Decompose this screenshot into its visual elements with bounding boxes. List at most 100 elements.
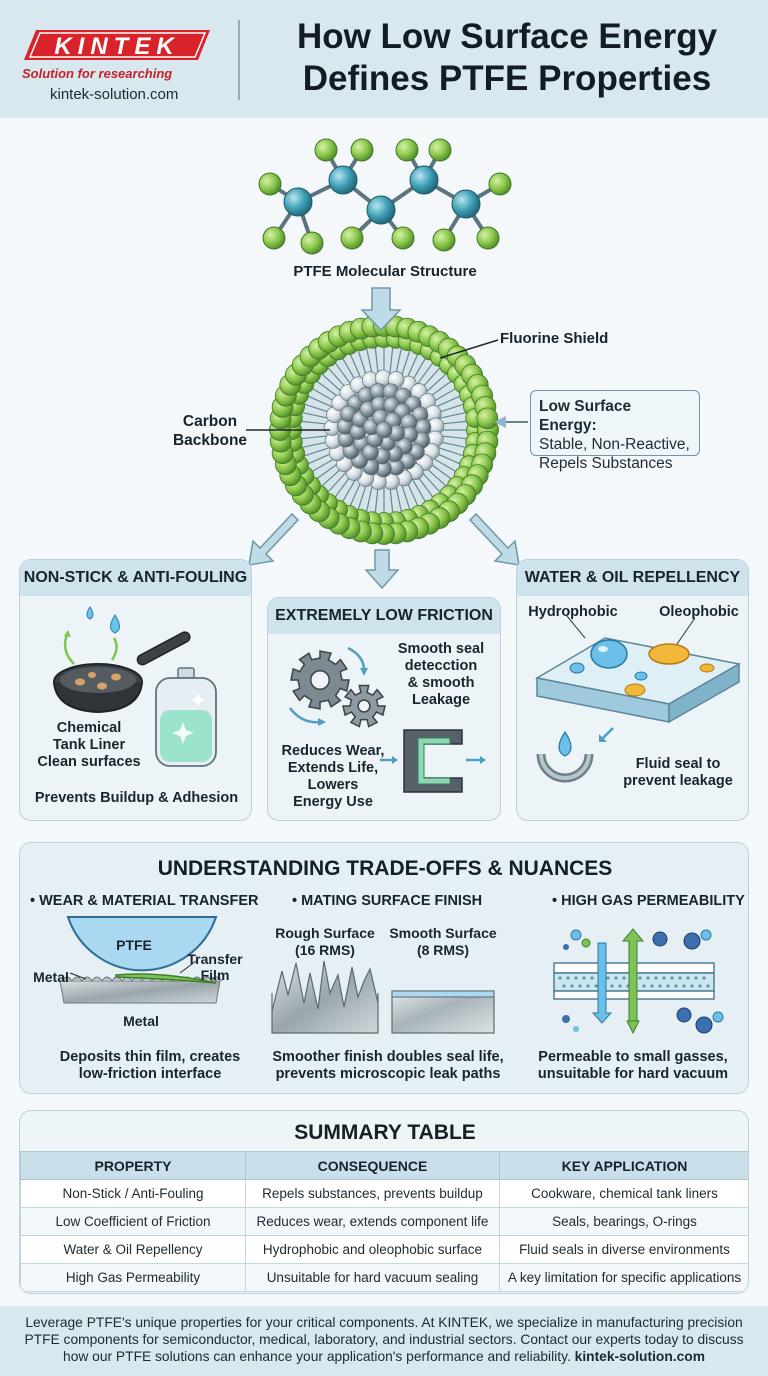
friction-wear-line-2: Extends Life, <box>287 760 379 776</box>
kintek-logo[interactable]: KINTEK <box>22 28 212 62</box>
repellency-illustration <box>534 615 742 783</box>
nonstick-label-line-1: Chemical <box>56 720 122 736</box>
arrow-right-down-icon <box>468 512 520 566</box>
metal-base-label: Metal <box>123 1013 159 1029</box>
non-stick-illustration <box>53 606 217 767</box>
table-cell: Cookware, chemical tank liners <box>499 1179 748 1208</box>
header-divider <box>238 20 240 100</box>
table-row: Non-Stick / Anti-Fouling Repels substanc… <box>20 1179 748 1208</box>
low-energy-line-3: Repels Substances <box>539 455 673 472</box>
water-droplet-icon <box>590 639 628 669</box>
fluorine-shield-sphere <box>269 315 499 545</box>
finish-caption-1: Smoother finish doubles seal life, <box>272 1049 504 1065</box>
friction-wear-line-1: Reduces Wear, <box>281 743 385 759</box>
table-cell: Hydrophobic and oleophobic surface <box>245 1235 500 1264</box>
low-energy-head: Low Surface Energy: <box>539 398 632 434</box>
frying-pan-icon <box>53 631 191 714</box>
summary-title: SUMMARY TABLE <box>294 1121 476 1144</box>
fluid-seal-icon <box>536 730 594 783</box>
tank-liner-label: Chemical Tank Liner Clean surfaces <box>24 720 154 771</box>
backbone-line-1: Carbon <box>182 413 238 430</box>
smooth-surface-label: Smooth Surface (8 RMS) <box>386 925 500 959</box>
table-cell: Repels substances, prevents buildup <box>245 1179 500 1208</box>
friction-wear-line-4: Energy Use <box>293 794 373 810</box>
finish-caption: Smoother finish doubles seal life, preve… <box>270 1049 506 1083</box>
smooth-line-2: (8 RMS) <box>416 942 470 958</box>
logo-tagline: Solution for researching <box>22 66 173 81</box>
rough-line-2: (16 RMS) <box>295 942 355 958</box>
repel-seal-line-1: Fluid seal to <box>635 756 721 772</box>
finish-heading: • MATING SURFACE FINISH <box>292 893 483 909</box>
repel-seal-line-2: prevent leakage <box>623 773 733 789</box>
smooth-seal-label: Smooth seal detecction & smooth Leakage <box>386 641 496 709</box>
rough-surface-icon <box>271 960 379 1034</box>
seal-profile-icon <box>403 729 463 793</box>
panel-non-stick-title: NON-STICK & ANTI-FOULING <box>20 560 251 596</box>
tradeoffs-section: UNDERSTANDING TRADE-OFFS & NUANCES • WEA… <box>19 842 749 1094</box>
table-row: Low Coefficient of Friction Reduces wear… <box>20 1207 748 1236</box>
transfer-film-label: Transfer Film <box>180 951 250 983</box>
wear-transfer-icon <box>59 916 223 1004</box>
arrow-down-icon <box>364 549 400 590</box>
low-energy-line-2: Stable, Non-Reactive, <box>539 436 690 453</box>
col-consequence: CONSEQUENCE <box>245 1151 500 1180</box>
panel-friction-title: EXTREMELY LOW FRICTION <box>268 598 500 634</box>
panel-non-stick: NON-STICK & ANTI-FOULING Chemical Tank L… <box>19 559 252 821</box>
friction-seal-line-2: detecction <box>404 658 478 674</box>
gas-permeability-icon <box>553 928 724 1035</box>
logo-url[interactable]: kintek-solution.com <box>50 86 179 103</box>
molecule-label: PTFE Molecular Structure <box>293 263 477 280</box>
finish-caption-2: prevents microscopic leak paths <box>275 1066 501 1082</box>
title-line-1: How Low Surface Energy <box>296 17 718 56</box>
table-cell: A key limitation for specific applicatio… <box>499 1263 748 1292</box>
tradeoffs-illustration <box>59 916 724 1035</box>
col-key-application: KEY APPLICATION <box>499 1151 748 1180</box>
chemical-tank-icon <box>155 667 217 767</box>
table-cell: Water & Oil Repellency <box>20 1235 246 1264</box>
table-cell: Non-Stick / Anti-Fouling <box>20 1179 246 1208</box>
table-row: Water & Oil Repellency Hydrophobic and o… <box>20 1235 748 1264</box>
table-cell: High Gas Permeability <box>20 1263 246 1292</box>
fluorine-shield-label: Fluorine Shield <box>500 330 609 347</box>
friction-seal-line-3: & smooth <box>407 675 475 691</box>
table-cell: Low Coefficient of Friction <box>20 1207 246 1236</box>
wear-heading: • WEAR & MATERIAL TRANSFER <box>30 893 259 909</box>
nonstick-label-line-3: Clean surfaces <box>37 754 141 770</box>
col-property: PROPERTY <box>20 1151 246 1180</box>
backbone-line-2: Backbone <box>172 432 248 449</box>
metal-side-label: Metal <box>33 969 69 985</box>
table-cell: Seals, bearings, O-rings <box>499 1207 748 1236</box>
ptfe-label: PTFE <box>116 937 152 953</box>
oil-droplet-icon <box>648 643 690 665</box>
panel-repellency: WATER & OIL REPELLENCY Hydrophobic Oleop… <box>516 559 749 821</box>
logo-wordmark: KINTEK <box>54 33 179 60</box>
title-line-2: Defines PTFE Properties <box>302 59 712 98</box>
rough-surface-label: Rough Surface (16 RMS) <box>270 925 380 959</box>
ptfe-molecule <box>258 138 512 255</box>
table-cell: Reduces wear, extends component life <box>245 1207 500 1236</box>
smooth-surface-icon <box>391 990 495 1034</box>
footer: Leverage PTFE's unique properties for yo… <box>0 1306 768 1376</box>
wear-caption: Deposits thin film, creates low-friction… <box>30 1049 270 1083</box>
friction-seal-line-1: Smooth seal <box>397 641 485 657</box>
ptfe-diagram <box>246 138 528 590</box>
gas-caption: Permeable to small gasses, unsuitable fo… <box>520 1049 746 1083</box>
panel-low-friction: EXTREMELY LOW FRICTION Smooth seal detec… <box>267 597 501 821</box>
low-surface-energy-callout: Low Surface Energy: Stable, Non-Reactive… <box>530 390 700 472</box>
tradeoffs-title: UNDERSTANDING TRADE-OFFS & NUANCES <box>157 857 613 880</box>
hydrophobic-label: Hydrophobic <box>528 604 618 620</box>
smooth-line-1: Smooth Surface <box>389 925 497 941</box>
friction-illustration <box>289 646 486 793</box>
film-line-2: Film <box>200 967 230 983</box>
oleophobic-label: Oleophobic <box>659 604 739 620</box>
footer-url[interactable]: kintek-solution.com <box>574 1349 705 1364</box>
gas-caption-1: Permeable to small gasses, <box>538 1049 728 1065</box>
film-line-1: Transfer <box>187 951 243 967</box>
friction-wear-line-3: Lowers <box>307 777 359 793</box>
reduces-wear-label: Reduces Wear, Extends Life, Lowers Energ… <box>274 743 392 811</box>
wear-caption-2: low-friction interface <box>78 1066 222 1082</box>
footer-text: Leverage PTFE's unique properties for yo… <box>24 1315 744 1364</box>
carbon-backbone-label: Carbon Backbone <box>170 412 250 450</box>
table-row: High Gas Permeability Unsuitable for har… <box>20 1263 748 1292</box>
gas-heading: • HIGH GAS PERMEABILITY <box>552 893 745 909</box>
